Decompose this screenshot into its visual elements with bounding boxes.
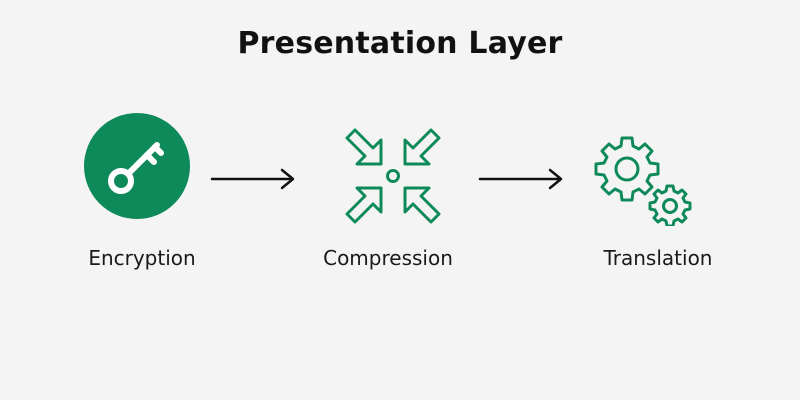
compress-arrows-icon [345,128,441,224]
flow-arrow-2 [478,168,563,190]
gears-icon [594,136,692,226]
step-label-translation: Translation [603,246,713,270]
flow-arrow-1 [210,168,295,190]
step-label-compression: Compression [323,246,453,270]
key-icon [84,113,190,219]
step-label-encryption: Encryption [88,246,196,270]
diagram-title: Presentation Layer [237,26,563,61]
